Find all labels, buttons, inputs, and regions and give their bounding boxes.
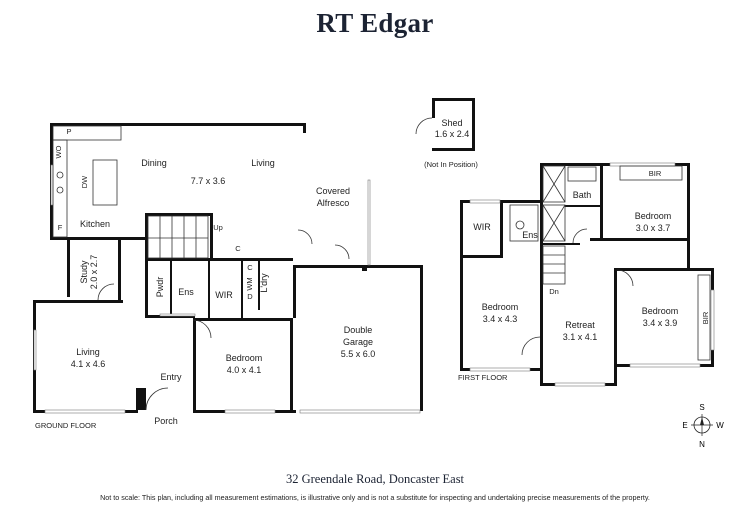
label-entry: Entry bbox=[160, 372, 182, 382]
first-floor-doors bbox=[521, 228, 634, 356]
label-bedroom-ground: Bedroom bbox=[226, 353, 263, 363]
label-bedroom-ne: Bedroom bbox=[635, 211, 672, 221]
label-living-left-dims: 4.1 x 4.6 bbox=[71, 359, 106, 369]
label-ens-first: Ens bbox=[522, 230, 538, 240]
fixture-labels: P WO DW F Up Dn C C D WM bbox=[54, 127, 559, 301]
label-first-floor: FIRST FLOOR bbox=[458, 373, 508, 382]
label-ldry: L'dry bbox=[259, 273, 269, 293]
label-c1: C bbox=[235, 244, 241, 253]
label-bath: Bath bbox=[573, 190, 592, 200]
label-c2: C bbox=[247, 263, 253, 272]
label-living-top: Living bbox=[251, 158, 275, 168]
label-d: D bbox=[247, 292, 253, 301]
compass-icon: S N E W bbox=[682, 403, 724, 449]
label-bedroom-e-dims: 3.4 x 3.9 bbox=[643, 318, 678, 328]
label-garage: Double bbox=[344, 325, 373, 335]
ground-floor-windows bbox=[33, 164, 421, 414]
kitchen-fixtures bbox=[52, 125, 122, 238]
label-f: F bbox=[58, 223, 63, 232]
label-study: Study bbox=[79, 260, 89, 284]
label-p: P bbox=[66, 127, 71, 136]
ground-doors bbox=[97, 229, 350, 411]
label-covered: Covered bbox=[316, 186, 350, 196]
label-study-dims: 2.0 x 2.7 bbox=[89, 255, 99, 290]
label-shed: Shed bbox=[441, 118, 462, 128]
label-dining: Dining bbox=[141, 158, 167, 168]
label-bedroom-ne-dims: 3.0 x 3.7 bbox=[636, 223, 671, 233]
first-floor-fixtures bbox=[509, 165, 711, 361]
label-retreat: Retreat bbox=[565, 320, 595, 330]
label-garage-dims: 5.5 x 6.0 bbox=[341, 349, 376, 359]
label-dw: DW bbox=[80, 175, 89, 188]
first-stairs bbox=[542, 245, 566, 285]
label-retreat-dims: 3.1 x 4.1 bbox=[563, 332, 598, 342]
disclaimer-text: Not to scale: This plan, including all m… bbox=[100, 493, 650, 502]
label-garage-2: Garage bbox=[343, 337, 373, 347]
label-kitchen: Kitchen bbox=[80, 219, 110, 229]
label-living-top-dims: 7.7 x 3.6 bbox=[191, 176, 226, 186]
label-shed-note: (Not In Position) bbox=[424, 160, 478, 169]
property-address: 32 Greendale Road, Doncaster East bbox=[285, 472, 465, 486]
label-dn: Dn bbox=[549, 287, 559, 296]
label-bir-top: BIR bbox=[649, 169, 662, 178]
compass-e: E bbox=[682, 421, 687, 430]
label-living-left: Living bbox=[76, 347, 100, 357]
label-porch: Porch bbox=[154, 416, 178, 426]
shed bbox=[415, 98, 475, 151]
label-shed-dims: 1.6 x 2.4 bbox=[435, 129, 470, 139]
room-labels: Dining Living 7.7 x 3.6 Covered Alfresco… bbox=[71, 118, 710, 426]
label-wir-ground: WIR bbox=[215, 290, 233, 300]
label-ground-floor: GROUND FLOOR bbox=[35, 421, 97, 430]
brand-logo: RT Edgar bbox=[316, 8, 434, 38]
label-wm: WM bbox=[245, 277, 254, 290]
label-up: Up bbox=[213, 223, 223, 232]
label-wir-first: WIR bbox=[473, 222, 491, 232]
compass-s: S bbox=[699, 403, 704, 412]
compass-n: N bbox=[699, 440, 705, 449]
label-bedroom-w-dims: 3.4 x 4.3 bbox=[483, 314, 518, 324]
first-floor-windows bbox=[469, 162, 715, 387]
compass-w: W bbox=[716, 421, 724, 430]
label-wo: WO bbox=[54, 145, 63, 158]
label-bedroom-w: Bedroom bbox=[482, 302, 519, 312]
label-bedroom-ground-dims: 4.0 x 4.1 bbox=[227, 365, 262, 375]
label-pwdr: Pwdr bbox=[155, 277, 165, 298]
floor-labels: GROUND FLOOR FIRST FLOOR bbox=[35, 373, 508, 430]
ground-stairs bbox=[147, 215, 209, 259]
label-bir-side: BIR bbox=[701, 311, 710, 324]
label-ens-ground: Ens bbox=[178, 287, 194, 297]
label-alfresco: Alfresco bbox=[317, 198, 350, 208]
label-bedroom-e: Bedroom bbox=[642, 306, 679, 316]
